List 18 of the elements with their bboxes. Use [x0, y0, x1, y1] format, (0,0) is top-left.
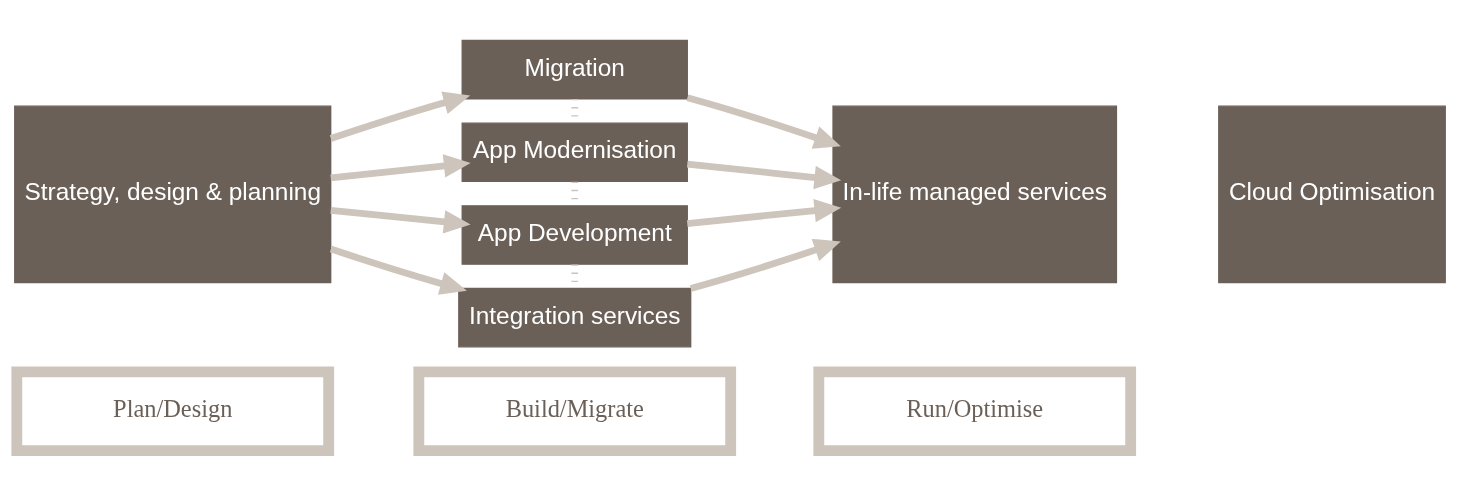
node-box: In-life managed services: [832, 105, 1118, 284]
node-box: Plan/Design: [11, 366, 335, 456]
arrow: [686, 94, 841, 149]
node-box: Run/Optimise: [813, 366, 1137, 456]
arrow: [329, 91, 471, 142]
arrow: [329, 245, 467, 295]
node-box: App Development: [461, 205, 688, 265]
arrow: [689, 238, 841, 292]
node-box: Cloud Optimisation: [1218, 105, 1446, 284]
node-box: App Modernisation: [461, 122, 688, 183]
node-box: Build/Migrate: [413, 366, 737, 456]
arrow: [330, 154, 471, 182]
arrow: [330, 206, 471, 234]
arrow: [686, 160, 842, 190]
node-box: Integration services: [458, 287, 692, 348]
node-box: Migration: [461, 39, 688, 100]
arrow: [686, 198, 842, 227]
node-box: Strategy, design & planning: [14, 105, 332, 284]
